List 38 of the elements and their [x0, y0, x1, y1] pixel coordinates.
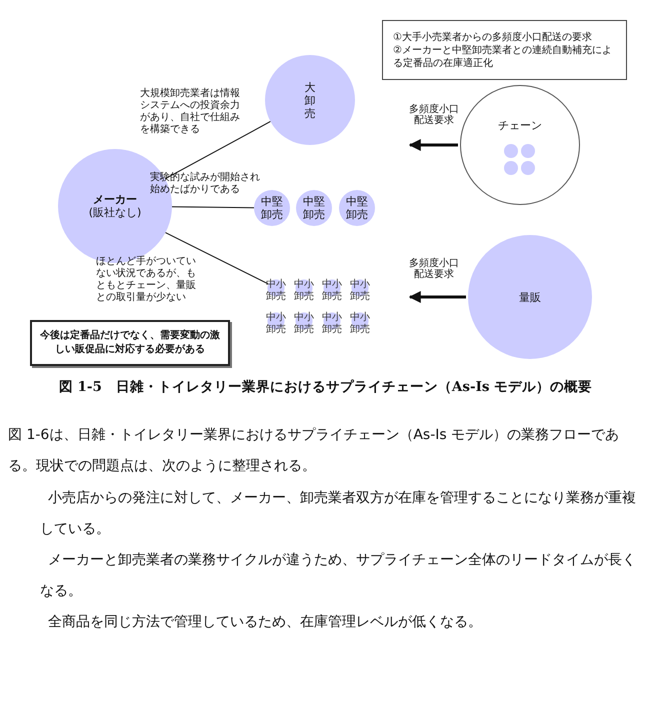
node-label: 中小卸売: [265, 279, 287, 303]
annotation-text: ほとんど手がついていない状況であるが、もともとチェーン、量販との取引量が少ない: [96, 256, 197, 304]
edge-label: 多頻度小口配送要求: [408, 258, 460, 280]
node-label: メーカー: [93, 193, 137, 206]
node-label: 中堅卸売: [260, 195, 284, 221]
arrow: [408, 291, 466, 303]
annotation-text: 大規模卸売業者は情報システムへの投資余力があり、自社で仕組みを構築できる: [140, 88, 241, 136]
node-label: 中小卸売: [349, 312, 371, 336]
body-paragraph: 図 1-6は、日雑・トイレタリー業界におけるサプライチェーン（As-Is モデル）の業務フローである。現状での問題点は、次のように整理される。: [8, 426, 620, 476]
arrow: [408, 139, 458, 151]
wholesaler-circle: [339, 190, 375, 226]
leader-line: [172, 206, 254, 208]
body-paragraph: 小売店からの発注に対して、メーカー、卸売業者双方が在庫を管理することになり業務が重複している。: [40, 489, 637, 539]
body-paragraph: メーカーと卸売業者の業務サイクルが違うため、サプライチェーン全体のリードタイムが長くなる。: [40, 551, 637, 601]
node-label: 中堅卸売: [345, 195, 369, 221]
wholesaler-circle: [254, 190, 290, 226]
leader-line: [164, 121, 271, 180]
node-sublabel: (販社なし): [88, 206, 142, 219]
node-label: チェーン: [498, 118, 542, 133]
leader-line: [164, 232, 269, 284]
body-paragraph: 全商品を同じ方法で管理しているため、在庫管理レベルが低くなる。: [47, 613, 483, 632]
node-label: 中小卸売: [321, 312, 343, 336]
node-label: 量販: [519, 290, 541, 304]
node-label: 中小卸売: [265, 312, 287, 336]
figure-caption: 図 1-5 日雑・トイレタリー業界におけるサプライチェーン（As-Is モデル）の概要: [58, 378, 594, 396]
node-label: 中小卸売: [293, 279, 315, 303]
node-label: 中小卸売: [321, 279, 343, 303]
note-text: ①大手小売業者からの多頻度小口配送の要求: [393, 30, 592, 44]
node-label: 中小卸売: [293, 312, 315, 336]
node-label: 今後は定番品だけでなく、需要変動の激しい販促品に対応する必要がある: [39, 329, 221, 357]
note-text: ②メーカーと中堅卸売業者との連続自動補充による定番品の在庫適正化: [393, 44, 613, 70]
node-label: 中堅卸売: [302, 195, 326, 221]
node-label: 中小卸売: [349, 279, 371, 303]
note-box: [30, 320, 230, 366]
edge-label: 多頻度小口配送要求: [408, 104, 460, 126]
wholesaler-circle: [296, 190, 332, 226]
note-box: [382, 20, 627, 80]
node-label: 大卸売: [304, 80, 316, 120]
